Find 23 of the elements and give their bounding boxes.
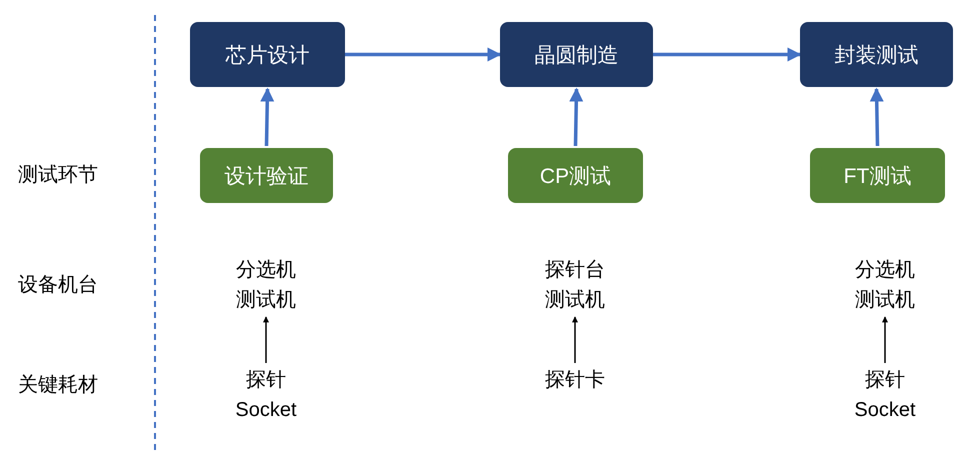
equipment-text: 分选机测试机: [226, 255, 306, 315]
equipment-text: 探针卡: [535, 365, 615, 395]
equipment-text: 探针 Socket: [845, 365, 925, 425]
arrow: [569, 88, 584, 146]
test-stage-box: FT测试: [810, 148, 945, 203]
arrow: [882, 316, 888, 363]
arrow: [260, 88, 274, 146]
arrow: [572, 316, 578, 363]
arrow: [263, 316, 269, 363]
row-label: 关键耗材: [18, 373, 98, 398]
test-stage-box: 设计验证: [200, 148, 333, 203]
process-box: 晶圆制造: [500, 22, 653, 87]
equipment-text: 探针 Socket: [226, 365, 306, 425]
arrow: [870, 88, 884, 146]
arrow: [345, 48, 502, 62]
row-label: 设备机台: [18, 273, 98, 298]
process-box: 芯片设计: [190, 22, 345, 87]
process-box: 封装测试: [800, 22, 953, 87]
test-stage-box: CP测试: [508, 148, 643, 203]
arrow: [653, 48, 802, 62]
equipment-text: 分选机测试机: [845, 255, 925, 315]
equipment-text: 探针台测试机: [535, 255, 615, 315]
row-label: 测试环节: [18, 163, 98, 188]
